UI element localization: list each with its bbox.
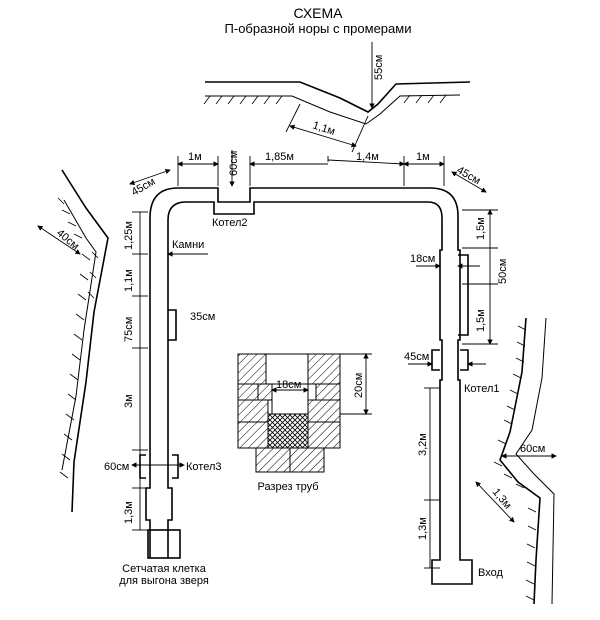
left-dim-11m: 1,1м <box>123 269 135 292</box>
right-dim-32m: 3,2м <box>417 433 429 456</box>
left-dim-13m: 1,3м <box>123 501 135 524</box>
pipe-width-label: 18см <box>276 379 301 391</box>
stones-label: Камни <box>172 239 204 251</box>
cage-label-line1: Сетчатая клетка <box>122 563 207 575</box>
chamber-35cm-label: 35см <box>190 311 215 323</box>
pipe-caption: Разрез труб <box>257 481 318 493</box>
pipe-height-label: 20см <box>353 373 365 398</box>
top-depth-label: 55см <box>373 55 385 80</box>
right-dim-15m-top: 1,5м <box>475 217 487 240</box>
top-dim-60cm: 60см <box>228 151 240 176</box>
pipe-cross-section <box>237 353 372 473</box>
top-dim-14m: 1,4м <box>356 151 379 163</box>
diagram-title: СХЕМА <box>294 5 344 21</box>
right-dim-45cm: 45см <box>404 351 429 363</box>
top-dimension-chain <box>177 150 445 187</box>
top-dim-185m: 1,85м <box>265 151 294 163</box>
left-dim-75cm: 75см <box>123 317 135 342</box>
left-dim-60cm: 60см <box>104 461 129 473</box>
top-dim-1m-right: 1м <box>416 151 430 163</box>
entrance-label: Вход <box>478 567 503 579</box>
right-slope-60cm: 60см <box>520 443 545 455</box>
cage-label-line2: для выгона зверя <box>119 575 209 587</box>
top-dim-1m-left: 1м <box>188 151 202 163</box>
right-slope-13m: 1,3м <box>490 486 514 511</box>
kotel2-label: Котел2 <box>212 217 248 229</box>
right-dimension-chain <box>408 209 498 569</box>
top-ground-profile <box>203 81 471 125</box>
kotel3-label: Котел3 <box>186 461 222 473</box>
left-ground-profile <box>37 169 109 513</box>
left-dimension-chain <box>131 211 208 531</box>
kotel1-label: Котел1 <box>464 383 500 395</box>
top-depth-dimension: 55см <box>369 42 385 109</box>
left-dim-3m: 3м <box>123 394 135 408</box>
right-dim-15m-bottom: 1,5м <box>475 309 487 332</box>
left-dim-125m: 1,25м <box>123 221 135 250</box>
right-dim-50cm: 50см <box>497 259 509 284</box>
top-slope-label: 1,1м <box>311 119 336 137</box>
right-dim-18cm: 18см <box>410 253 435 265</box>
right-dim-13m: 1,3м <box>417 517 429 540</box>
right-ground-profile <box>475 317 555 605</box>
diagram-subtitle: П-образной норы с промерами <box>225 21 412 36</box>
